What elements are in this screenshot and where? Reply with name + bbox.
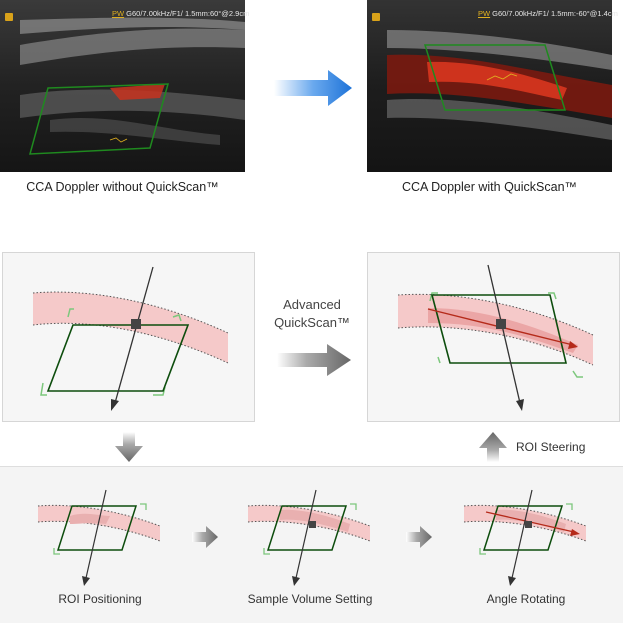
step-roi-positioning-diagram	[37, 489, 161, 586]
step-sample-volume-diagram	[247, 489, 371, 586]
pw-mode-label: PW	[112, 9, 125, 18]
gray-arrow-up-icon	[479, 432, 507, 462]
scan-params-2: G60/7.00kHz/F1/ 1.5mm:-60°@1.4cm	[490, 9, 618, 18]
step-angle-rotating-diagram	[463, 489, 587, 586]
advanced-label-line2: QuickScan™	[274, 315, 350, 330]
ultrasound-image-without-quickscan	[0, 0, 245, 172]
caption-without-quickscan: CCA Doppler without QuickScan™	[26, 180, 219, 194]
step-arrow-icon-2	[406, 526, 432, 548]
pw-mode-label-2: PW	[478, 9, 491, 18]
logo-m-icon-2	[372, 13, 380, 21]
advanced-label-line1: Advanced	[283, 297, 341, 312]
advanced-quickscan-label: Advanced QuickScan™	[262, 296, 362, 332]
image-header-right: PW G60/7.00kHz/F1/ 1.5mm:-60°@1.4cm	[478, 9, 618, 18]
step-arrow-icon-1	[192, 526, 218, 548]
roi-steering-label: ROI Steering	[516, 440, 586, 454]
caption-with-quickscan: CCA Doppler with QuickScan™	[401, 180, 578, 194]
ultrasound-image-with-quickscan	[367, 0, 612, 172]
diagram-after-panel	[367, 252, 620, 422]
scan-params: G60/7.00kHz/F1/ 1.5mm:60°@2.9cm	[124, 9, 250, 18]
step-label-sample-volume-setting: Sample Volume Setting	[247, 592, 373, 606]
transition-arrow-icon	[274, 70, 352, 106]
image-header-left: PW G60/7.00kHz/F1/ 1.5mm:60°@2.9cm	[112, 9, 249, 18]
step-label-angle-rotating: Angle Rotating	[486, 592, 566, 606]
gray-arrow-down-icon	[115, 432, 143, 462]
gray-arrow-right-icon	[277, 344, 351, 376]
logo-m-icon	[5, 13, 13, 21]
diagram-before-panel	[2, 252, 255, 422]
step-label-roi-positioning: ROI Positioning	[58, 592, 142, 606]
